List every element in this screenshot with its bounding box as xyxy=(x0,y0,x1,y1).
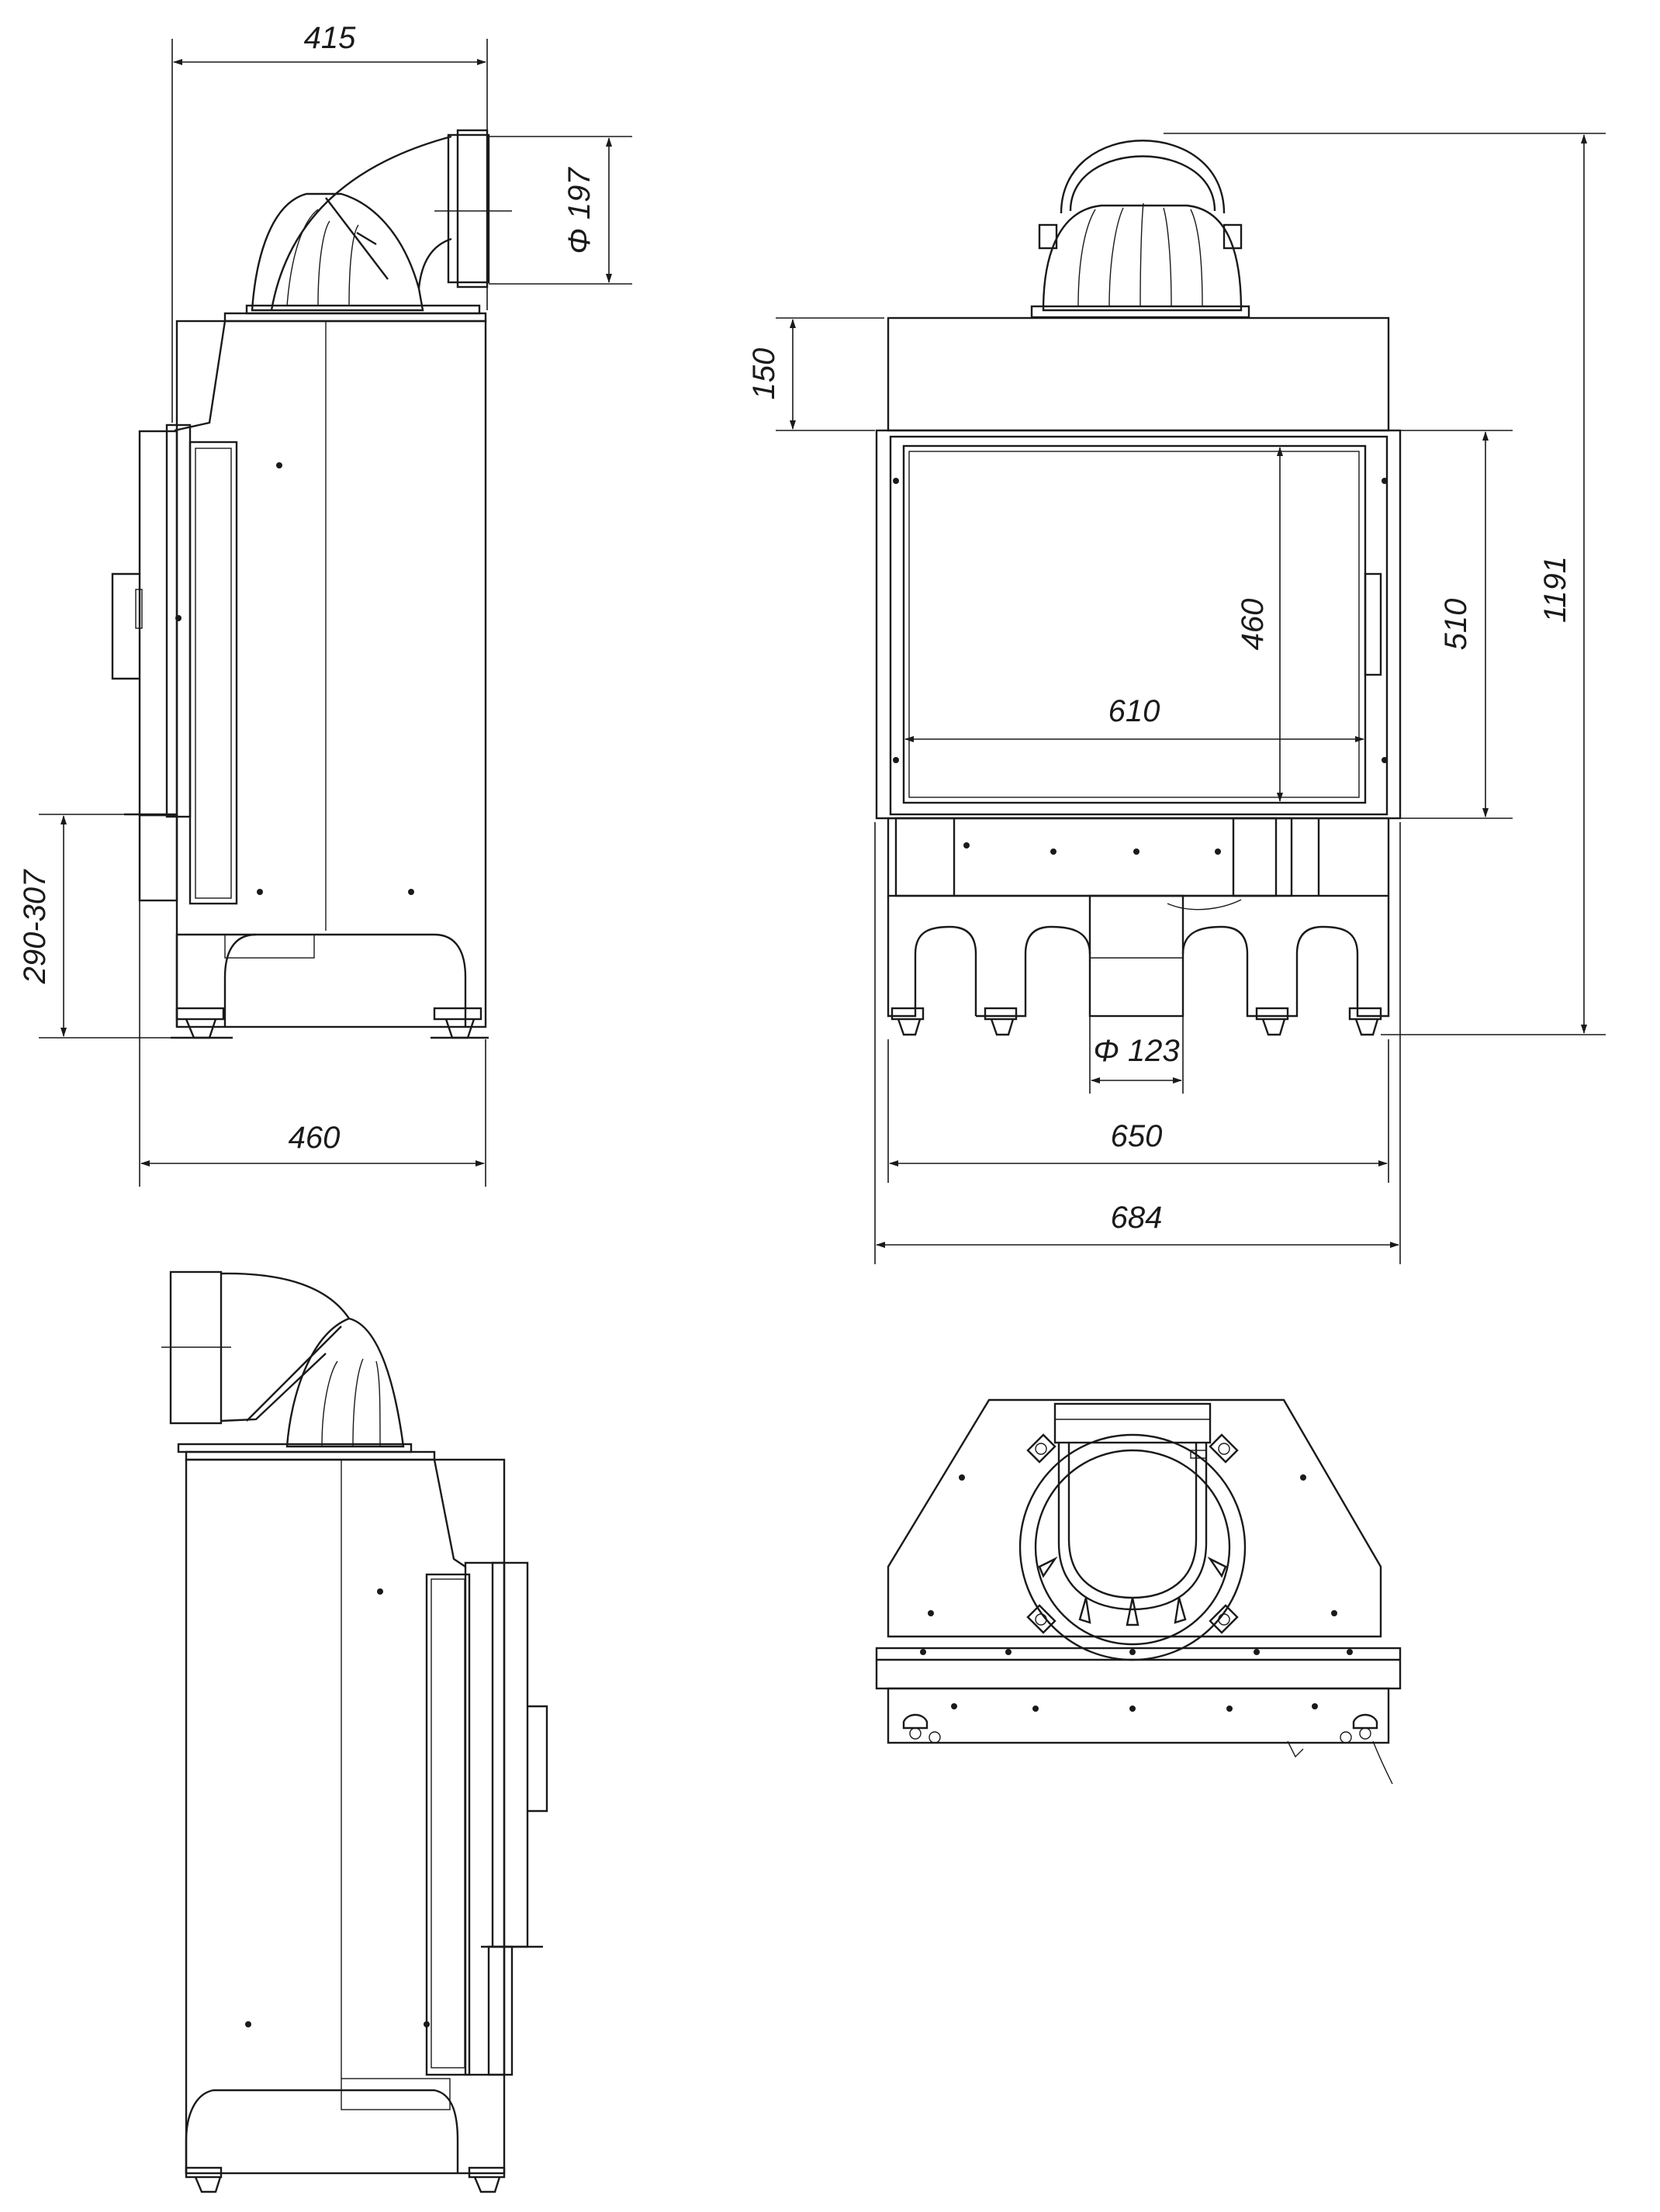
front-frame-top xyxy=(875,1647,1402,1690)
body-outline-mirrored xyxy=(185,1458,506,2175)
door-frame xyxy=(875,429,1402,820)
dim-glass-width-label: 610 xyxy=(1108,694,1160,728)
front-dome xyxy=(1042,204,1243,312)
door-panel-mirrored xyxy=(491,1561,529,1948)
dim-leg-label: 290-307 xyxy=(18,869,52,985)
door-glass-section xyxy=(188,441,238,905)
dim-460-side-label: 460 xyxy=(289,1121,341,1155)
dim-door-height-label: 510 xyxy=(1439,599,1473,651)
top-plate xyxy=(223,312,487,323)
flue-elbow-mirrored xyxy=(220,1272,350,1319)
ash-section xyxy=(887,817,1390,897)
convection-dome xyxy=(251,192,424,312)
front-view xyxy=(875,140,1402,1036)
dome-mirrored xyxy=(285,1317,405,1448)
top-plate-outline xyxy=(887,1398,1382,1638)
side-view-dimensions: 415 Φ 197 290-307 460 xyxy=(18,21,632,1187)
front-slope-mirrored xyxy=(433,1459,466,1567)
flue-collar-top xyxy=(1053,1402,1212,1444)
air-inlet xyxy=(1088,894,1184,1018)
dim-415-label: 415 xyxy=(304,21,356,55)
top-view xyxy=(875,1398,1402,1785)
side-view xyxy=(111,129,512,1039)
dim-inlet-label: Φ 123 xyxy=(1093,1034,1179,1068)
door-glass xyxy=(902,444,1367,804)
flue-elbow-inner xyxy=(417,237,452,289)
dim-684-label: 684 xyxy=(1111,1201,1163,1235)
flue-outlet xyxy=(1060,140,1226,214)
door-handle-front xyxy=(1364,572,1382,676)
flue-channel xyxy=(1057,1443,1208,1611)
dim-flue-label: Φ 197 xyxy=(562,167,597,254)
door-panel xyxy=(138,430,178,817)
body-outline xyxy=(175,320,487,1028)
dim-total-height-label: 1191 xyxy=(1538,556,1572,623)
flue-elbow-outer xyxy=(270,135,452,311)
door-section-mirrored xyxy=(464,1561,506,2076)
dim-glass-height-label: 460 xyxy=(1236,599,1270,651)
front-slope xyxy=(174,320,227,432)
flue-collar-ring xyxy=(456,129,489,289)
lower-plate-top xyxy=(887,1687,1390,1744)
dim-650-label: 650 xyxy=(1111,1119,1163,1153)
flue-collar xyxy=(447,133,490,284)
dome-ring xyxy=(1018,1433,1247,1661)
door-handle xyxy=(111,572,140,680)
dim-150-label: 150 xyxy=(747,348,781,400)
door-handle-mirrored xyxy=(527,1705,548,1813)
front-view-dimensions: 150 460 610 510 1191 Φ 123 650 684 xyxy=(747,133,1606,1264)
top-section xyxy=(887,316,1390,432)
side-view-mirrored xyxy=(161,1270,548,2193)
